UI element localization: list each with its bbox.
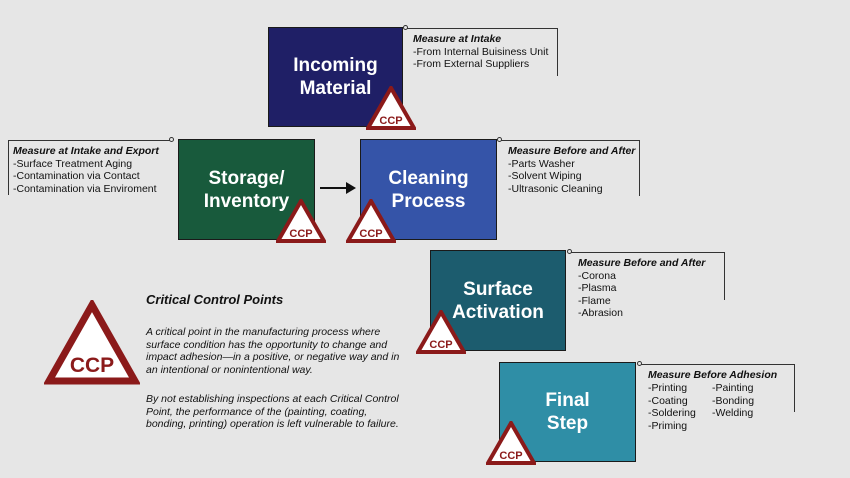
note-final-col1: -Printing -Coating -Soldering -Priming [648, 382, 696, 432]
note-cleaning: Measure Before and After -Parts Washer -… [508, 145, 635, 195]
ccp-badge-final: CCP [486, 421, 536, 465]
note-anchor-dot [567, 249, 572, 254]
note-item: -Solvent Wiping [508, 170, 582, 182]
legend-paragraph-2: By not establishing inspections at each … [146, 393, 399, 430]
note-item: -Surface Treatment Aging [13, 157, 133, 170]
note-item: -Printing [648, 382, 688, 394]
legend-title: Critical Control Points [146, 292, 284, 307]
note-item: -Corona [578, 269, 616, 282]
note-anchor-dot [497, 137, 502, 142]
note-bracket-final [640, 364, 795, 412]
note-bracket-cleaning [500, 140, 640, 196]
ccp-label: CCP [429, 339, 452, 351]
note-anchor-dot [637, 361, 642, 366]
storage-inventory-box: Storage/ Inventory [178, 139, 315, 240]
note-item: -Welding [712, 407, 754, 419]
ccp-badge-storage: CCP [276, 199, 326, 243]
note-bracket-incoming [406, 28, 558, 76]
ccp-badge-incoming: CCP [366, 86, 416, 130]
ccp-label: CCP [499, 450, 522, 462]
ccp-label: CCP [289, 228, 312, 240]
note-item: -From External Suppliers [413, 58, 530, 70]
note-item: -Contamination via Enviroment [13, 182, 157, 195]
note-incoming: Measure at Intake -From Internal Buisine… [413, 33, 548, 71]
note-final-col2: -Painting -Bonding -Welding [712, 382, 754, 420]
note-title: Measure at Intake and Export [13, 145, 159, 157]
note-item: -Coating [648, 394, 688, 407]
ccp-badge-surface: CCP [416, 310, 466, 354]
note-item: -Priming [648, 419, 688, 432]
legend-paragraph-1: A critical point in the manufacturing pr… [146, 326, 400, 376]
note-anchor-dot [403, 25, 408, 30]
flow-arrow-icon [320, 182, 356, 194]
note-item: -Plasma [578, 282, 617, 294]
note-title: Measure at Intake [413, 33, 502, 45]
note-bracket-storage [8, 140, 172, 195]
note-final-title: Measure Before Adhesion [648, 369, 777, 382]
incoming-material-box: Incoming Material [268, 27, 403, 127]
note-item: -Painting [712, 382, 754, 394]
note-item: -Ultrasonic Cleaning [508, 182, 603, 195]
note-title: Measure Before Adhesion [648, 369, 778, 381]
note-item: -Contamination via Contact [13, 170, 140, 182]
note-item: -Soldering [648, 407, 696, 419]
ccp-badge-cleaning: CCP [346, 199, 396, 243]
note-item: -Flame [578, 294, 611, 307]
note-storage: Measure at Intake and Export -Surface Tr… [13, 145, 159, 195]
note-surface: Measure Before and After -Corona -Plasma… [578, 257, 705, 320]
ccp-label: CCP [379, 115, 402, 127]
ccp-label: CCP [359, 228, 382, 240]
note-title: Measure Before and After [508, 145, 636, 157]
note-item: -From Internal Buisiness Unit [413, 45, 549, 58]
note-bracket-surface [570, 252, 725, 300]
note-title: Measure Before and After [578, 257, 706, 269]
ccp-legend-label: CCP [70, 354, 114, 377]
note-item: -Abrasion [578, 307, 623, 319]
note-anchor-dot [169, 137, 174, 142]
surface-activation-box: Surface Activation [430, 250, 566, 351]
note-item: -Parts Washer [508, 157, 575, 170]
ccp-legend-icon: CCP [44, 300, 140, 385]
note-item: -Bonding [712, 394, 755, 407]
